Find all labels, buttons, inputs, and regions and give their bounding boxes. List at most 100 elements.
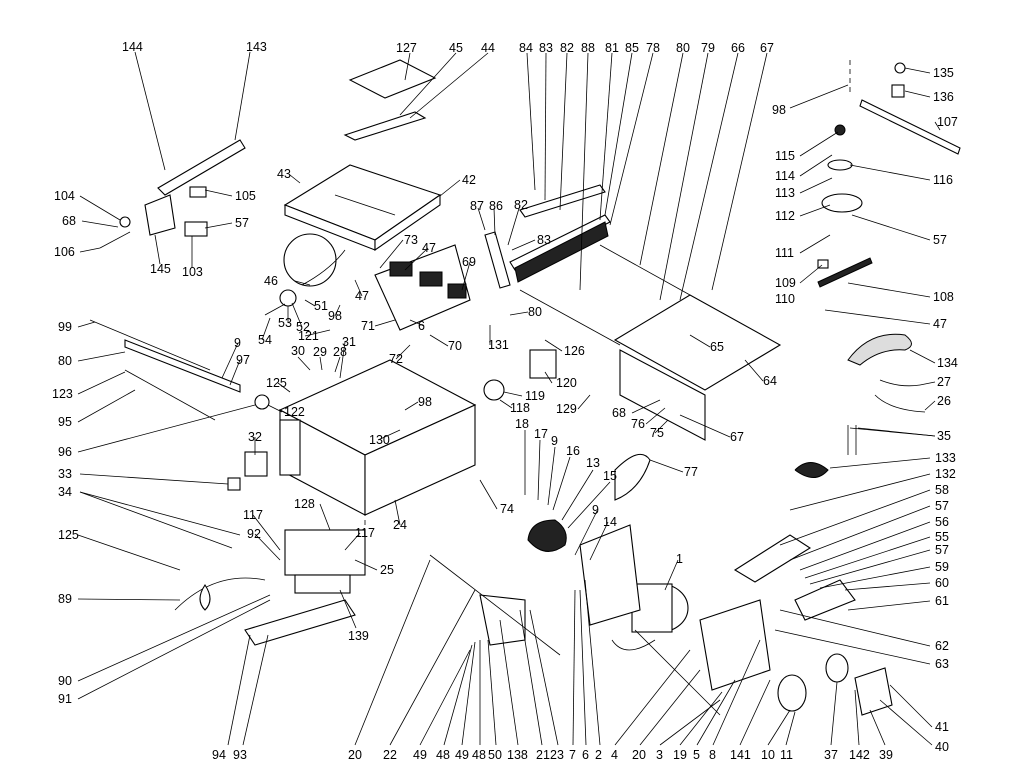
fan-10 <box>777 674 807 712</box>
clip-109 <box>817 259 829 269</box>
fence-107 <box>859 99 961 155</box>
callout: 56 <box>935 515 949 529</box>
callout: 117 <box>243 508 263 522</box>
callout: 52 <box>296 320 310 334</box>
callout: 58 <box>935 483 949 497</box>
callout: 79 <box>701 41 715 55</box>
callout: 37 <box>824 748 838 762</box>
callout: 94 <box>212 748 226 762</box>
callout: 135 <box>933 66 954 80</box>
callout: 22 <box>383 748 397 762</box>
callout: 20 <box>348 748 362 762</box>
callout: 7 <box>569 748 576 762</box>
insert-bar <box>343 111 427 141</box>
callout: 8 <box>709 748 716 762</box>
callout: 19 <box>673 748 687 762</box>
callout: 33 <box>58 467 72 481</box>
callout: 14 <box>603 515 617 529</box>
callout: 71 <box>361 319 375 333</box>
callout: 128 <box>294 497 315 511</box>
brush-c <box>447 283 467 299</box>
callout: 15 <box>603 469 617 483</box>
cover-33 <box>227 477 241 491</box>
bar-108 <box>817 257 873 288</box>
callout: 96 <box>58 445 72 459</box>
callout: 95 <box>58 415 72 429</box>
callout: 143 <box>246 40 267 54</box>
callout: 81 <box>605 41 619 55</box>
leader-lines <box>77 51 941 746</box>
flange-53 <box>279 289 297 307</box>
callout: 57 <box>935 499 949 513</box>
callout: 47 <box>355 289 369 303</box>
callout: 113 <box>775 186 795 200</box>
callout: 65 <box>710 340 724 354</box>
callout: 127 <box>396 41 417 55</box>
callout: 43 <box>277 167 291 181</box>
callout: 132 <box>935 467 956 481</box>
callout: 27 <box>937 375 951 389</box>
callout: 5 <box>693 748 700 762</box>
callout: 82 <box>560 41 574 55</box>
callout: 53 <box>278 316 292 330</box>
callout: 136 <box>933 90 954 104</box>
belt-77 <box>614 453 651 501</box>
callout: 138 <box>507 748 528 762</box>
callout: 30 <box>291 344 305 358</box>
callout: 55 <box>935 530 949 544</box>
callout: 125 <box>58 528 79 542</box>
callout: 142 <box>849 748 870 762</box>
callout: 111 <box>775 246 794 260</box>
callout: 67 <box>730 430 744 444</box>
callout: 25 <box>380 563 394 577</box>
clip-105 <box>189 186 207 198</box>
belt-15 <box>527 519 567 552</box>
callout: 107 <box>937 115 958 129</box>
lever-86 <box>484 231 511 289</box>
callout: 61 <box>935 594 949 608</box>
callout: 130 <box>369 433 390 447</box>
callout: 21 <box>536 748 550 762</box>
callout: 108 <box>933 290 954 304</box>
callout: 32 <box>248 430 262 444</box>
housing-141 <box>699 599 771 691</box>
callout: 24 <box>393 518 407 532</box>
callout: 104 <box>54 189 75 203</box>
callout: 126 <box>564 344 585 358</box>
callout: 74 <box>500 502 514 516</box>
callout: 11 <box>780 748 793 762</box>
callout: 47 <box>933 317 947 331</box>
handle-134 <box>847 333 912 366</box>
callout: 42 <box>462 173 476 187</box>
callout: 57 <box>935 543 949 557</box>
callout: 134 <box>937 356 958 370</box>
board-25 <box>284 529 366 576</box>
callout: 144 <box>122 40 143 54</box>
callout: 13 <box>586 456 600 470</box>
callout: 17 <box>534 427 548 441</box>
guard-58 <box>733 534 812 583</box>
callout: 59 <box>935 560 949 574</box>
part-shapes <box>89 59 961 716</box>
callout: 131 <box>488 338 509 352</box>
rail-left <box>519 289 621 346</box>
callout: 73 <box>404 233 418 247</box>
callout: 88 <box>581 41 595 55</box>
callout: 54 <box>258 333 272 347</box>
callout: 77 <box>684 465 698 479</box>
guard-61 <box>794 579 856 621</box>
callout-numbers: 144 143 127 45 44 84 83 82 88 81 85 78 8… <box>52 40 958 762</box>
callout: 80 <box>58 354 72 368</box>
handle-106 <box>99 231 131 249</box>
callout: 92 <box>247 527 261 541</box>
board-139 <box>294 574 351 594</box>
pulley-118 <box>483 379 505 401</box>
callout: 49 <box>413 748 427 762</box>
callout: 63 <box>935 657 949 671</box>
callout: 118 <box>510 401 530 415</box>
rod-20 <box>429 554 561 656</box>
switch-32 <box>244 451 268 477</box>
bracket-7 <box>579 524 641 626</box>
bar-82 <box>519 184 606 218</box>
